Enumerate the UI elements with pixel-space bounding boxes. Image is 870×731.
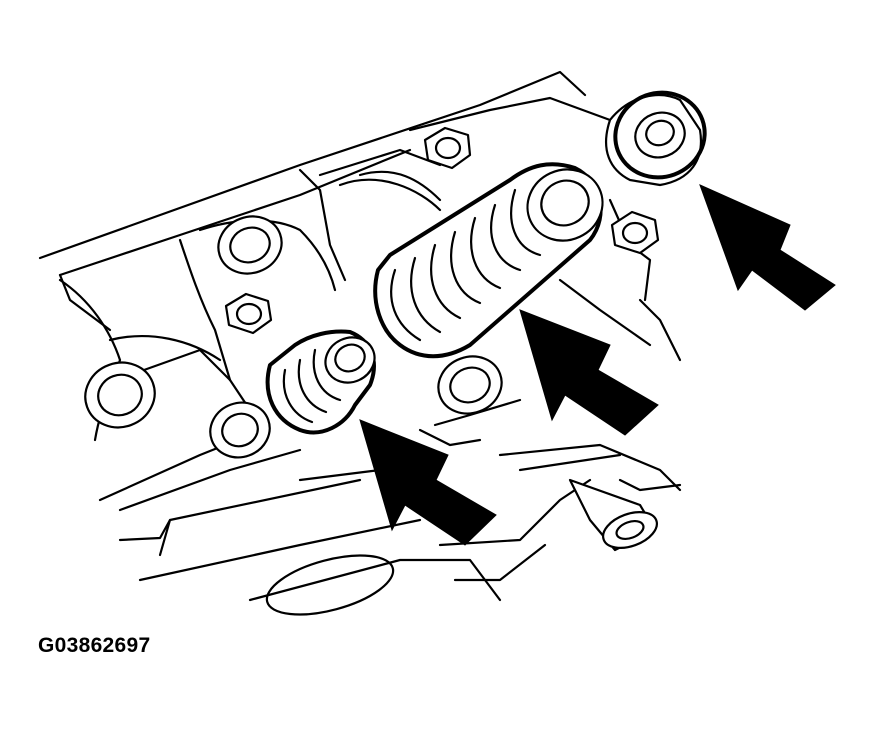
arrow-pointer-top-right bbox=[699, 184, 836, 311]
arrow-pointer-left bbox=[359, 419, 497, 546]
figure-code-label: G03862697 bbox=[38, 634, 151, 657]
hex-bolt-right bbox=[610, 210, 660, 255]
accordion-boot bbox=[373, 162, 604, 359]
small-boot bbox=[265, 329, 376, 435]
hex-bolt-top bbox=[423, 126, 472, 170]
bore-cups bbox=[84, 215, 503, 459]
hex-bolt-left bbox=[224, 292, 273, 335]
tube-stub bbox=[568, 478, 658, 552]
arrow-pointer-center bbox=[519, 309, 659, 436]
flange-cap bbox=[605, 90, 707, 187]
